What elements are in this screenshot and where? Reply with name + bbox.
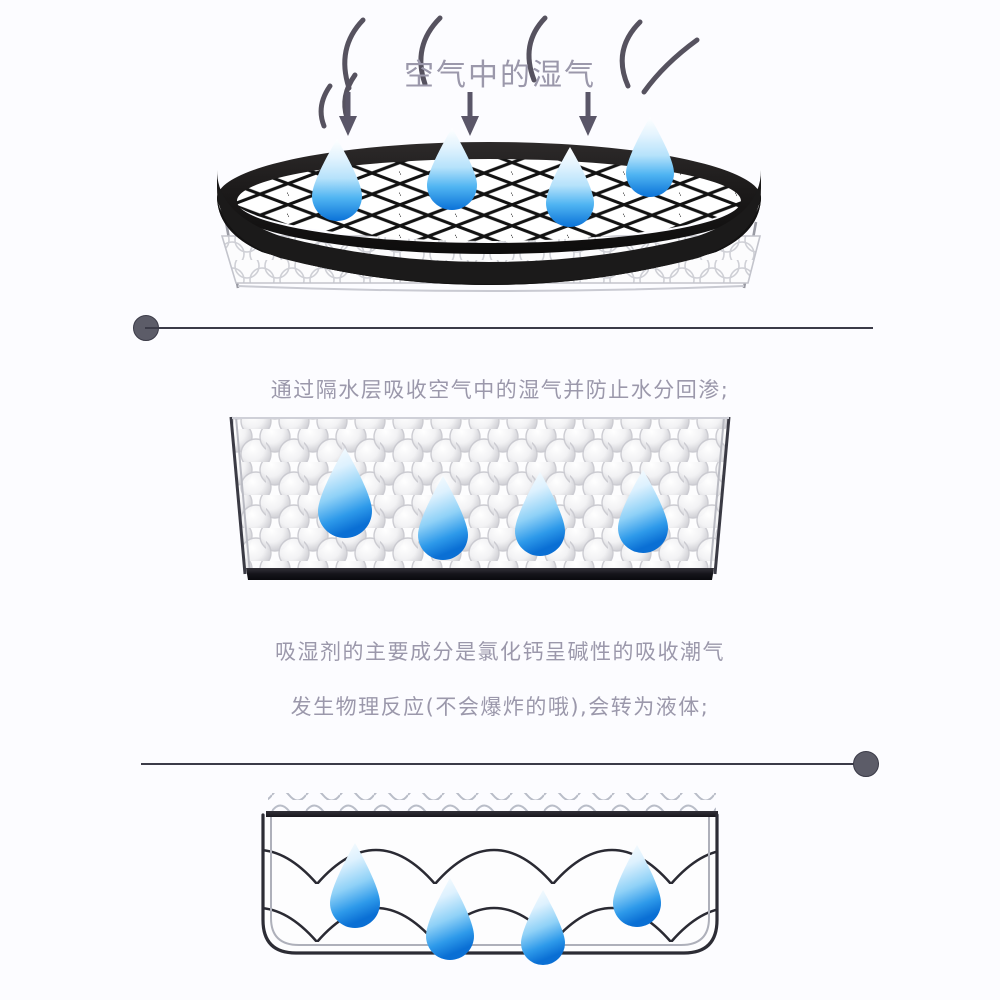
- down-arrow-1: [339, 92, 357, 136]
- caption-line-2: 吸湿剂的主要成分是氯化钙呈碱性的吸收潮气: [275, 640, 725, 664]
- curve-stroke-left-inner: [342, 17, 366, 91]
- curve-hook-right: [641, 37, 700, 95]
- bead-container-left-wall-inner: [235, 416, 251, 575]
- water-droplet: [312, 139, 362, 221]
- bead-fill: [232, 419, 728, 571]
- droplet-group-panel1: [312, 117, 674, 227]
- water-droplet: [618, 470, 668, 553]
- water-droplet: [546, 147, 594, 227]
- water-droplet: [515, 472, 565, 556]
- liquid-container-inner-outline: [270, 817, 710, 946]
- caption-line-3: 发生物理反应(不会爆炸的哦),会转为液体;: [290, 695, 710, 719]
- caption-line-1: 通过隔水层吸收空气中的湿气并防止水分回渗;: [270, 378, 730, 402]
- curve-stroke-right: [619, 19, 643, 89]
- water-droplet: [318, 448, 372, 538]
- water-droplet: [418, 476, 468, 560]
- lid-rim-skirt: [217, 170, 761, 284]
- bead-container-left-wall: [229, 416, 247, 575]
- moisture-inflow-arrows: [318, 15, 700, 129]
- divider-rule: [145, 327, 873, 329]
- bead-container-base-bar: [246, 568, 714, 580]
- bead-container-right-wall: [713, 416, 731, 575]
- container-bottom-edge: [237, 285, 745, 292]
- water-droplet: [427, 128, 477, 210]
- panel-liquid: [261, 793, 719, 965]
- water-droplet: [613, 845, 661, 927]
- section-divider-bottom: [133, 751, 879, 777]
- liquid-container-wavy-strip: [268, 793, 716, 811]
- droplet-group-panel2: [318, 448, 668, 560]
- water-droplet: [426, 878, 474, 960]
- water-droplet: [330, 843, 380, 928]
- panel-mesh-lid: [217, 117, 762, 292]
- water-droplet: [521, 890, 565, 965]
- divider-rule: [141, 763, 857, 765]
- down-arrows: [339, 92, 597, 136]
- divider-knob-right: [853, 751, 879, 777]
- curve-stroke-mid2: [526, 15, 548, 83]
- down-arrow-2: [461, 92, 479, 136]
- droplet-group-panel3: [330, 843, 661, 965]
- curve-stroke-mid: [418, 15, 443, 87]
- liquid-container-scallop-fill: [262, 817, 718, 952]
- bead-container-right-wall-inner: [709, 416, 725, 575]
- page-title: 空气中的湿气: [404, 58, 596, 93]
- section-divider-top: [133, 315, 873, 341]
- panel-beads: [229, 416, 731, 580]
- curve-hook-left: [318, 83, 333, 129]
- down-arrow-3: [579, 92, 597, 136]
- liquid-container-outline: [261, 813, 719, 955]
- water-droplet: [626, 117, 674, 197]
